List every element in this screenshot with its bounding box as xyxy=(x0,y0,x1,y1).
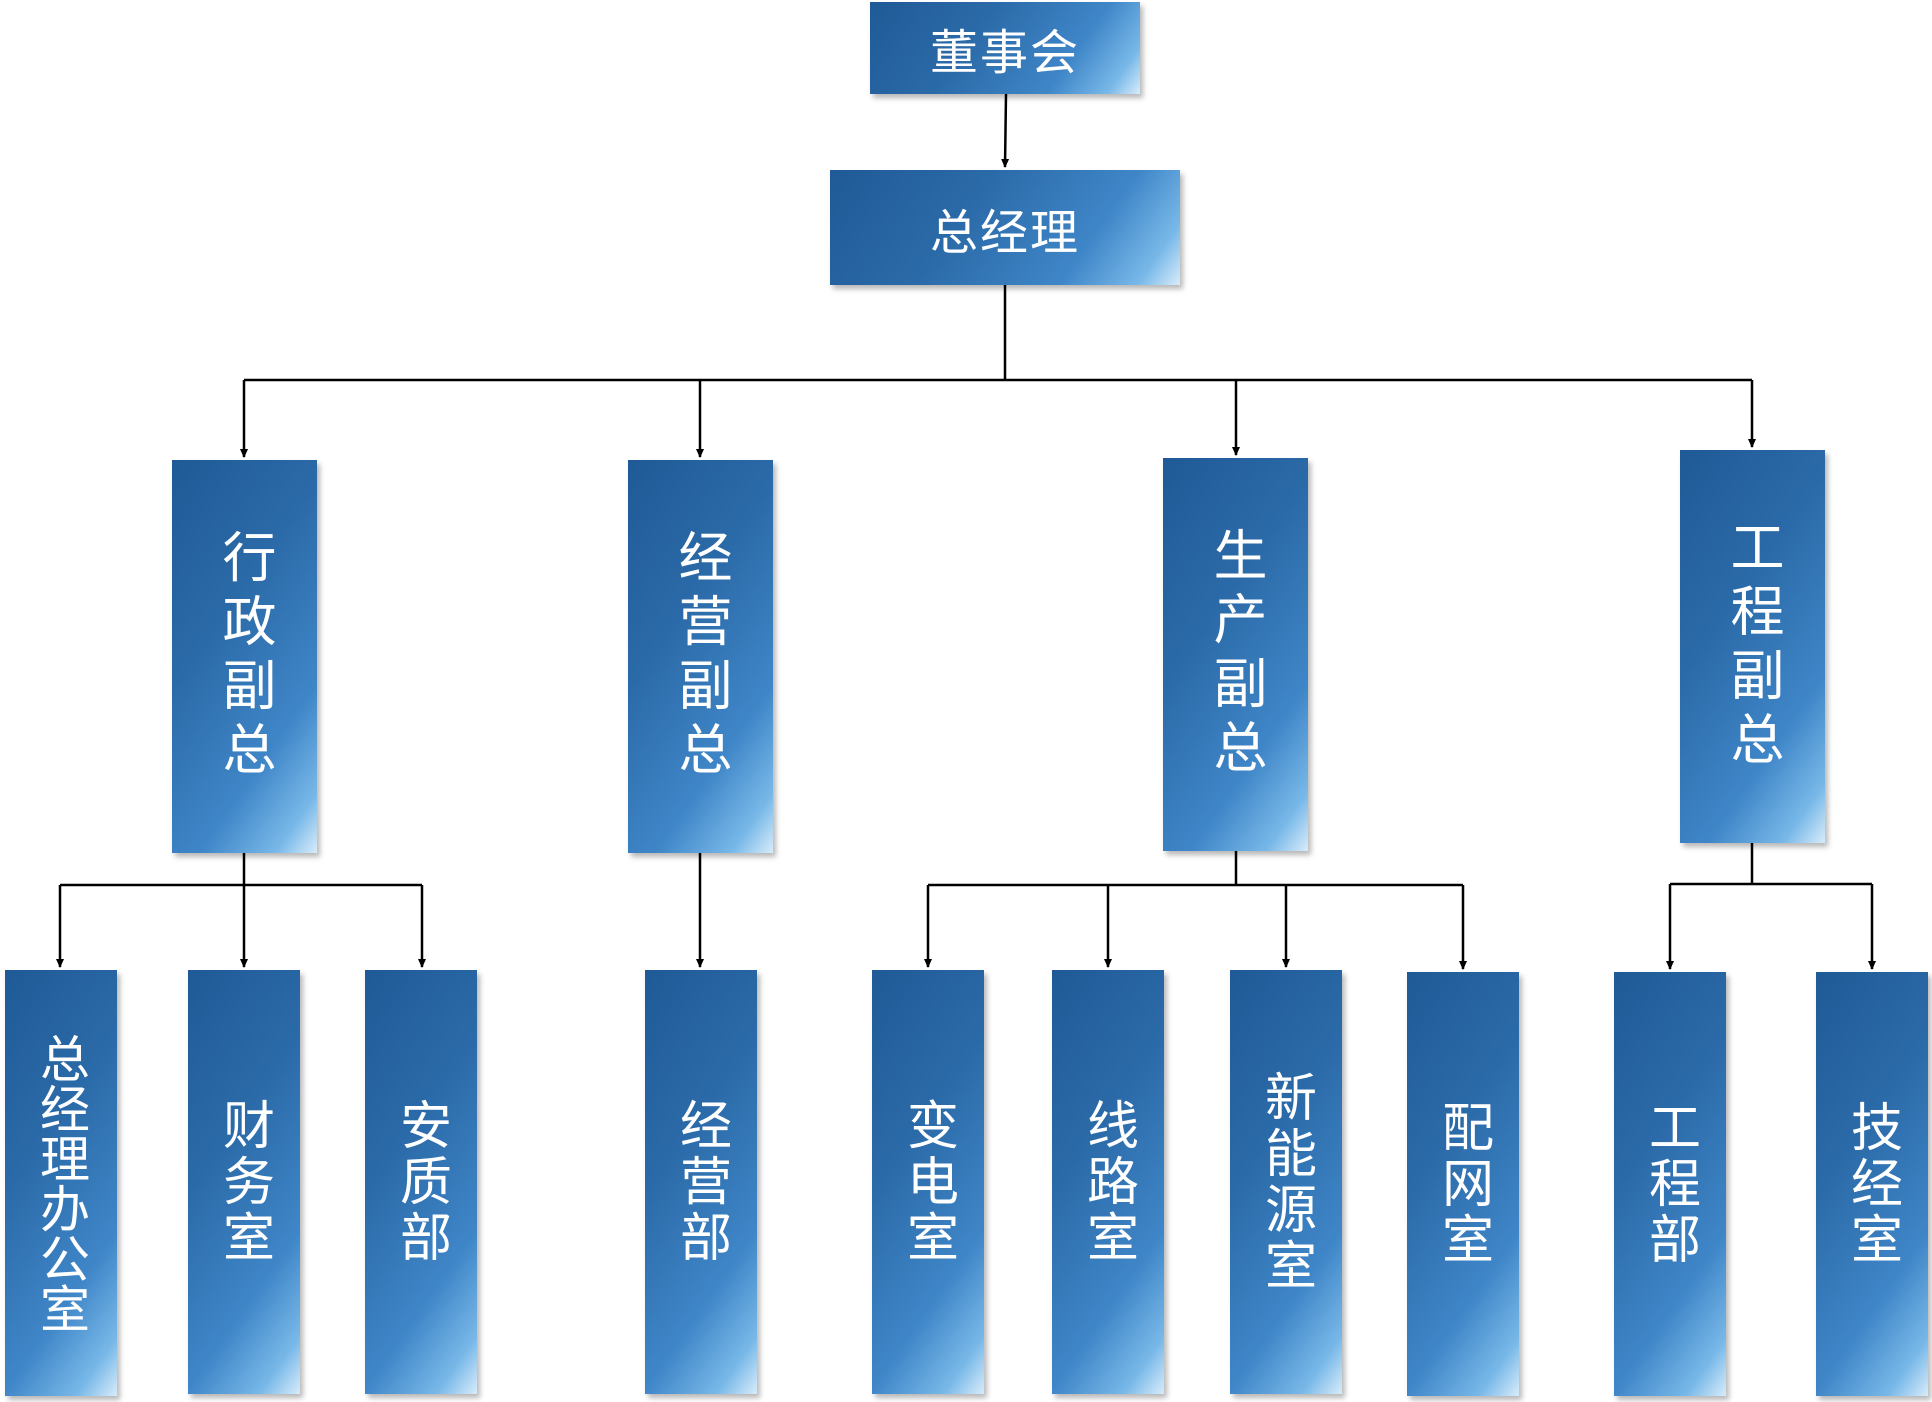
dept-engineering-box: 工程部 xyxy=(1614,972,1726,1396)
dept-substation-box: 变电室 xyxy=(872,970,984,1394)
dept-distribution-box: 配网室 xyxy=(1407,972,1519,1396)
vp-business-label: 经营副总 xyxy=(669,528,732,785)
dept-new-energy-box: 新能源室 xyxy=(1230,970,1342,1394)
general-manager-box: 总经理 xyxy=(830,170,1180,285)
dept-technical-economics-label: 技经室 xyxy=(1841,1100,1902,1268)
dept-new-energy-label: 新能源室 xyxy=(1255,1070,1316,1294)
board-box: 董事会 xyxy=(870,2,1140,94)
vp-production-box: 生产副总 xyxy=(1163,458,1308,851)
vp-admin-label: 行政副总 xyxy=(213,528,276,785)
dept-engineering-label: 工程部 xyxy=(1639,1100,1700,1268)
vp-business-box: 经营副总 xyxy=(628,460,773,853)
dept-line-box: 线路室 xyxy=(1052,970,1164,1394)
vp-engineering-label: 工程副总 xyxy=(1721,518,1784,775)
dept-safety-quality-box: 安质部 xyxy=(365,970,477,1394)
dept-finance-label: 财务室 xyxy=(213,1098,274,1266)
dept-line-label: 线路室 xyxy=(1077,1098,1138,1266)
dept-safety-quality-label: 安质部 xyxy=(390,1098,451,1266)
board-label: 董事会 xyxy=(929,25,1080,81)
dept-technical-economics-box: 技经室 xyxy=(1816,972,1928,1396)
dept-business-box: 经营部 xyxy=(645,970,757,1394)
vp-admin-box: 行政副总 xyxy=(172,460,317,853)
dept-substation-label: 变电室 xyxy=(897,1098,958,1266)
vp-production-label: 生产副总 xyxy=(1204,526,1267,783)
dept-distribution-label: 配网室 xyxy=(1432,1100,1493,1268)
dept-gm-office-label: 总经理办公室 xyxy=(32,1033,90,1333)
dept-business-label: 经营部 xyxy=(670,1098,731,1266)
vp-engineering-box: 工程副总 xyxy=(1680,450,1825,843)
general-manager-label: 总经理 xyxy=(929,204,1080,261)
dept-gm-office-box: 总经理办公室 xyxy=(5,970,117,1396)
dept-finance-box: 财务室 xyxy=(188,970,300,1394)
connector-board-gm xyxy=(1001,93,1010,168)
